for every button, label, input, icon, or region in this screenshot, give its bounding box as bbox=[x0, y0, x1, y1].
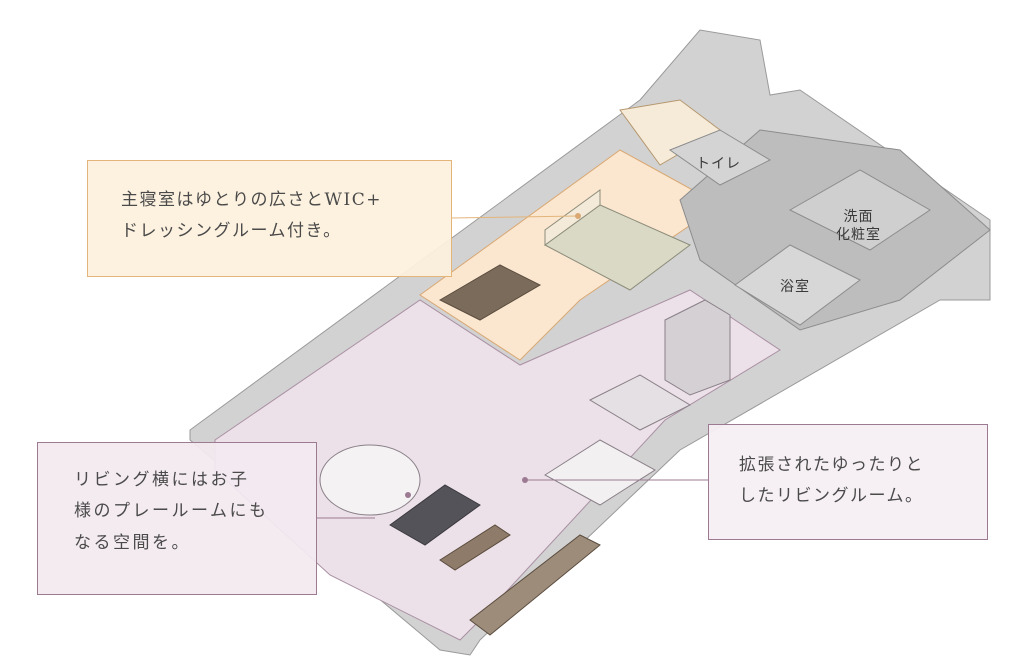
fridge bbox=[664, 299, 731, 396]
callout-bedroom: 主寝室はゆとりの広さとWIC+ ドレッシングルーム付き。 bbox=[87, 160, 452, 277]
callout-bedroom-line-2: ドレッシングルーム付き。 bbox=[121, 221, 342, 242]
callout-kids-line-1: リビング横にはお子 bbox=[74, 470, 250, 490]
play-rug bbox=[319, 444, 421, 516]
callout-living-line-1: 拡張されたゆったりと bbox=[739, 455, 924, 475]
callout-bedroom-line-1: 主寝室はゆとりの広さとWIC+ bbox=[121, 190, 382, 210]
tv-board bbox=[469, 534, 601, 636]
kitchen-counter bbox=[588, 374, 692, 431]
callout-kids-line-2: 様のプレールームにも bbox=[74, 501, 269, 522]
room-label-washroom-line-1: 洗面 bbox=[843, 209, 874, 225]
toilet-room bbox=[668, 129, 772, 186]
kids-pointer-dot bbox=[405, 492, 411, 498]
bedroom-pointer-line bbox=[451, 215, 579, 219]
room-label-toilet-text: トイレ bbox=[696, 156, 741, 172]
room-label-bathroom: 浴室 bbox=[780, 278, 810, 296]
bathroom-area bbox=[734, 244, 861, 326]
room-label-washroom-line-2: 化粧室 bbox=[836, 227, 881, 244]
bedroom-pointer-dot bbox=[575, 213, 581, 219]
living-pointer-dot bbox=[522, 477, 528, 483]
room-label-bathroom-text: 浴室 bbox=[780, 279, 810, 295]
room-label-washroom: 洗面 化粧室 bbox=[836, 208, 881, 244]
callout-kids-line-3: なる空間を。 bbox=[74, 532, 191, 553]
dining-table bbox=[544, 439, 656, 506]
desk bbox=[438, 264, 542, 321]
coffee-table bbox=[439, 524, 511, 571]
room-label-toilet: トイレ bbox=[696, 155, 741, 173]
bed-headboard bbox=[544, 189, 601, 246]
sofa bbox=[389, 484, 481, 546]
callout-living: 拡張されたゆったりと したリビングルーム。 bbox=[708, 424, 988, 540]
washroom-area bbox=[788, 169, 931, 251]
callout-kids-space: リビング横にはお子 様のプレールームにも なる空間を。 bbox=[37, 442, 317, 595]
callout-living-line-2: したリビングルーム。 bbox=[739, 486, 924, 507]
